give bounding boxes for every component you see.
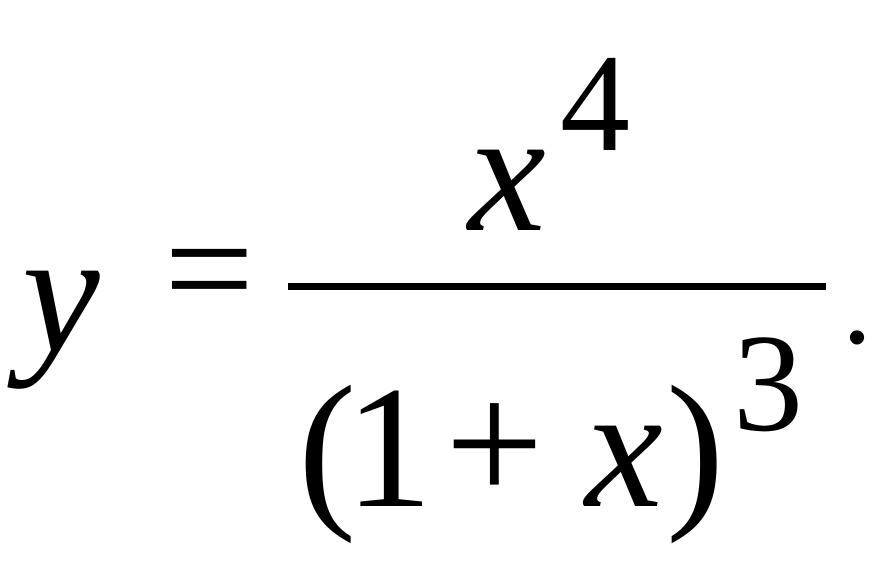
numerator-exponent: 4 bbox=[560, 26, 630, 181]
terminal-period: . bbox=[842, 236, 872, 369]
denominator-variable-x: x bbox=[585, 350, 663, 544]
fraction-bar bbox=[288, 283, 826, 290]
denominator-open-paren: ( bbox=[298, 350, 357, 544]
equals-sign: = bbox=[164, 179, 255, 357]
denominator-exponent: 3 bbox=[733, 306, 803, 461]
denominator-one: 1 bbox=[345, 350, 433, 544]
numerator-base-x: x bbox=[468, 74, 546, 268]
lhs-variable-y: y bbox=[22, 195, 100, 389]
denominator-close-paren: ) bbox=[666, 350, 725, 544]
denominator-plus-sign: + bbox=[445, 346, 544, 540]
